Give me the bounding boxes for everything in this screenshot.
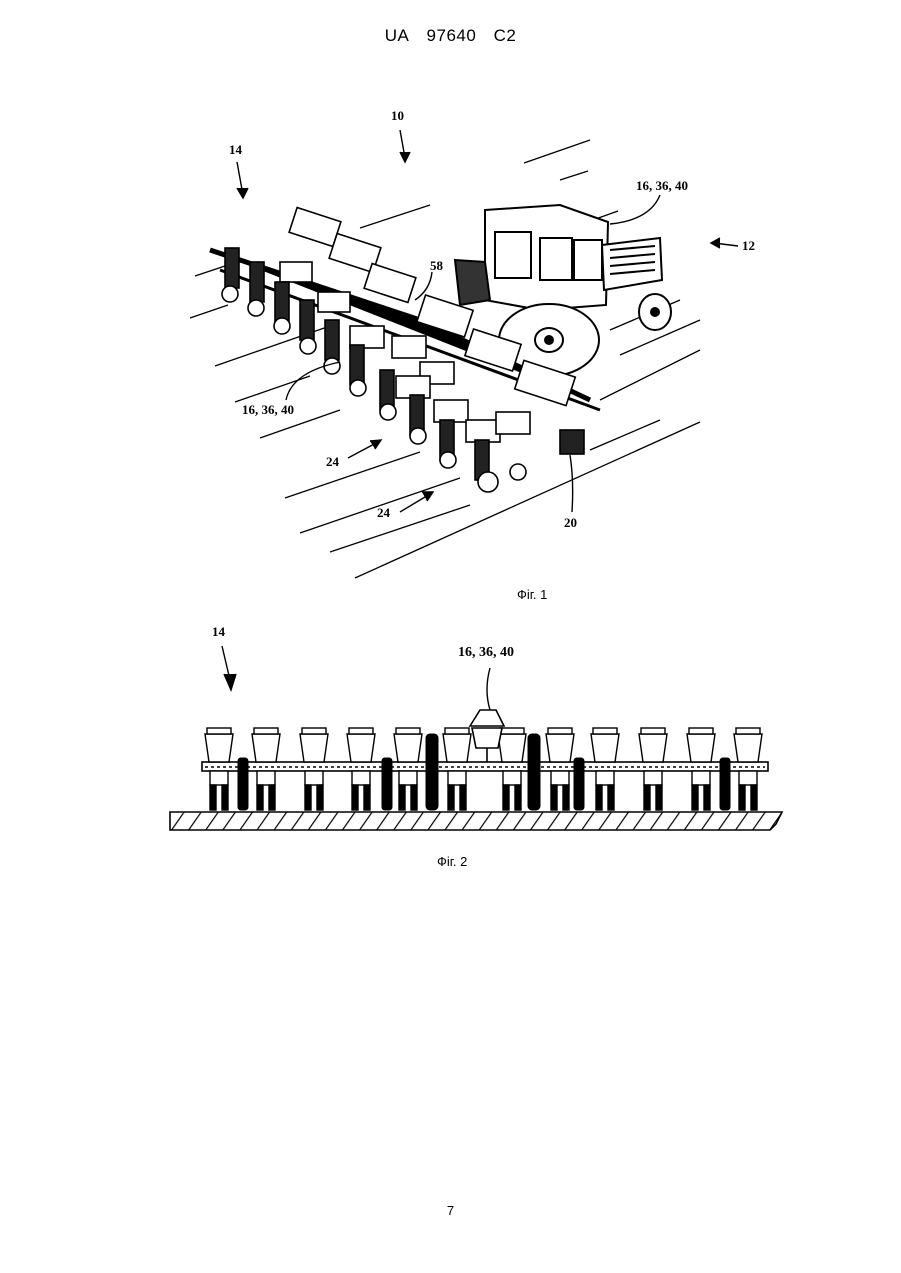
page-number: 7 [0,1203,901,1218]
ground-section [170,812,782,830]
fig2-ref-label-16-36-40: 16, 36, 40 [458,645,514,661]
toolbar-frame [202,762,768,771]
fig2-ref-label-14: 14 [212,624,225,640]
figure-2-drawing [0,0,901,900]
central-hopper [470,710,504,762]
figure-2-leaders [222,646,490,710]
figure-2-caption: Фіг. 2 [437,854,467,869]
